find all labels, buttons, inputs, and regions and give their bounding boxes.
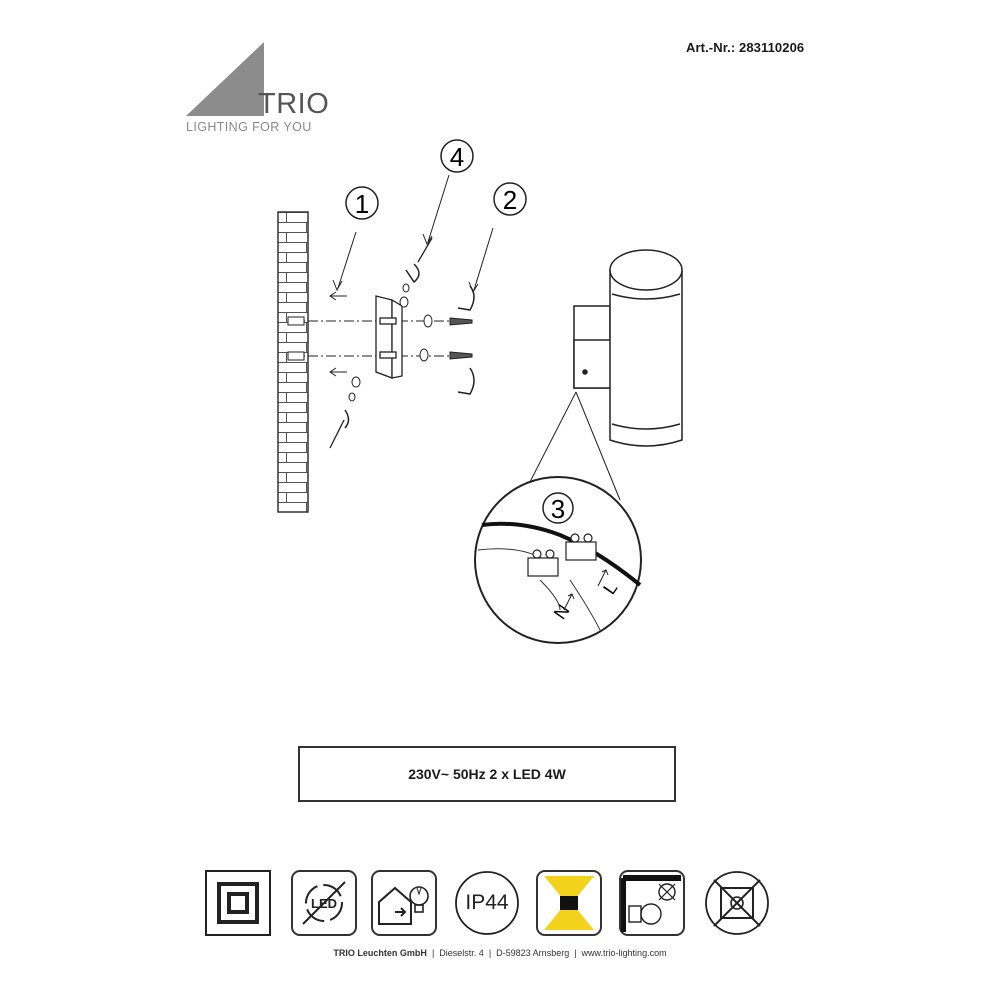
footer-street: Dieselstr. 4 bbox=[439, 948, 484, 958]
ip-rating-text: IP44 bbox=[465, 891, 509, 914]
mounting-bracket bbox=[375, 295, 403, 379]
wall-mount-icon bbox=[619, 870, 685, 936]
trio-logo-triangle-icon bbox=[186, 42, 264, 116]
svg-text:3: 3 bbox=[551, 494, 565, 524]
step-2-label: 2 bbox=[493, 182, 527, 216]
footer-company: TRIO Leuchten GmbH bbox=[333, 948, 427, 958]
footer-city: D-59823 Arnsberg bbox=[496, 948, 570, 958]
svg-text:4: 4 bbox=[450, 142, 464, 172]
footer-website[interactable]: www.trio-lighting.com bbox=[581, 948, 667, 958]
spec-text: 230V~ 50Hz 2 x LED 4W bbox=[408, 766, 566, 782]
spec-box: 230V~ 50Hz 2 x LED 4W bbox=[298, 746, 676, 802]
step-4-label: 4 bbox=[440, 139, 474, 173]
protection-class-2-icon bbox=[205, 870, 271, 936]
up-down-light-icon bbox=[536, 870, 602, 936]
step-3-label: 3 bbox=[542, 492, 574, 524]
terminal-block bbox=[527, 533, 597, 577]
svg-text:1: 1 bbox=[355, 189, 369, 219]
wall-lamp bbox=[573, 249, 683, 447]
led-replaceable-icon: LED bbox=[291, 870, 357, 936]
step-1-label: 1 bbox=[345, 186, 379, 220]
step-pointer-arrows bbox=[332, 174, 494, 294]
ip-rating-icon: IP44 bbox=[454, 870, 520, 936]
svg-text:2: 2 bbox=[503, 185, 517, 215]
indoor-use-icon bbox=[371, 870, 437, 936]
screwdriver-icon bbox=[329, 237, 433, 449]
brand-tagline: LIGHTING FOR YOU bbox=[186, 120, 312, 134]
terminal-arrows bbox=[563, 569, 609, 611]
installation-diagram: 1 4 2 bbox=[277, 139, 683, 644]
footer-address: TRIO Leuchten GmbH|Dieselstr. 4|D-59823 … bbox=[333, 948, 667, 958]
direction-arrows bbox=[329, 291, 347, 377]
brick-wall bbox=[277, 211, 309, 513]
cover-clips bbox=[344, 263, 475, 429]
brand-name: TRIO bbox=[258, 88, 330, 120]
no-dimmer-icon bbox=[704, 870, 770, 936]
screws-and-washers bbox=[348, 283, 473, 402]
article-number: Art.-Nr.: 283110206 bbox=[686, 40, 805, 55]
wall-dowels bbox=[287, 316, 305, 361]
wiring-detail: 3 N L bbox=[474, 476, 642, 644]
